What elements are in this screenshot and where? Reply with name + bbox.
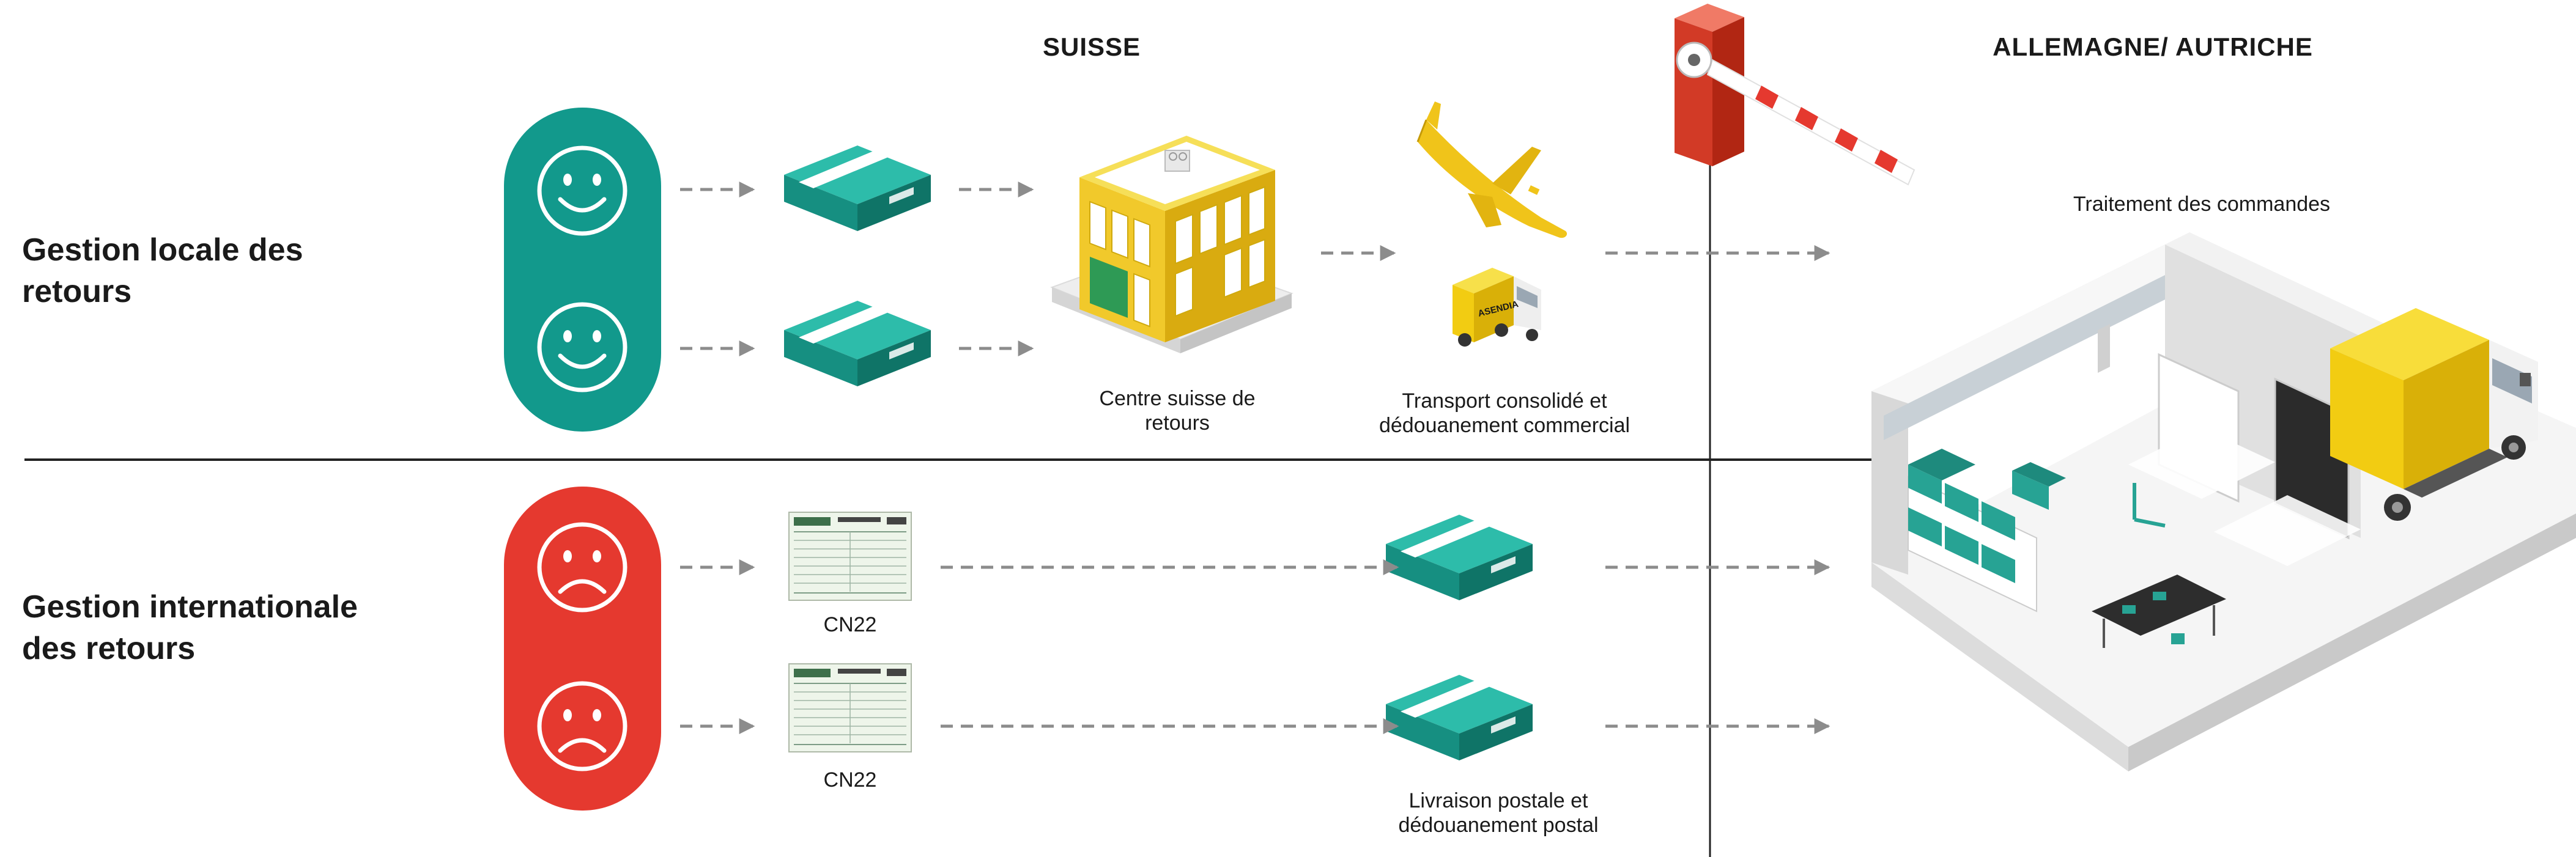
cn22-customs-form-icon bbox=[788, 663, 912, 752]
country-label-germany-austria: ALLEMAGNE/ AUTRICHE bbox=[1993, 32, 2313, 61]
label-postal-delivery: Livraison postale et dédouanement postal bbox=[1398, 789, 1599, 837]
label-consolidated-transport: Transport consolidé et dédouanement comm… bbox=[1379, 389, 1630, 438]
section-title-local: Gestion locale des retours bbox=[22, 232, 303, 309]
warehouse-icon bbox=[1871, 232, 2576, 771]
parcel-box-icon bbox=[784, 139, 931, 231]
label-swiss-return-center: Centre suisse de retours bbox=[1099, 387, 1256, 435]
parcel-box-icon bbox=[784, 295, 931, 386]
parcel-box-icon bbox=[1386, 509, 1533, 600]
section-title-international: Gestion internationale des retours bbox=[22, 589, 358, 666]
parcel-box-icon bbox=[1386, 669, 1533, 760]
airplane-icon bbox=[1416, 101, 1567, 238]
return-center-building-icon bbox=[1050, 136, 1294, 353]
delivery-truck-icon: ASENDIA bbox=[1453, 268, 1541, 347]
border-barrier-icon bbox=[1675, 4, 1915, 186]
unhappy-customers-pill bbox=[504, 487, 661, 811]
flow-arrows bbox=[680, 182, 1830, 734]
label-order-processing: Traitement des commandes bbox=[2073, 193, 2331, 216]
happy-customers-pill bbox=[504, 108, 661, 432]
country-label-switzerland: SUISSE bbox=[1042, 32, 1141, 61]
delivery-truck-icon bbox=[2330, 308, 2538, 521]
cn22-customs-form-icon bbox=[788, 512, 912, 601]
label-cn22-bottom: CN22 bbox=[823, 768, 877, 792]
label-cn22-top: CN22 bbox=[823, 613, 877, 636]
